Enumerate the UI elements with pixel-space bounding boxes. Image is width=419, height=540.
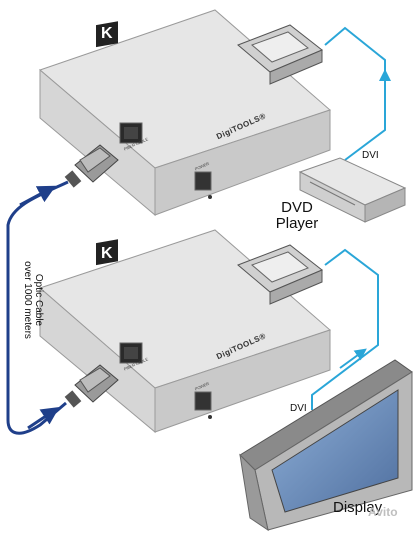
- dvd-player-label-line1: DVD: [281, 199, 313, 216]
- dvi-connector-bottom: [237, 244, 323, 305]
- optic-cable-label-line2: over 1000 meters: [22, 261, 33, 339]
- kramer-logo: K: [96, 239, 118, 266]
- dvi-label-bottom: DVI: [290, 403, 307, 414]
- dvd-player: [298, 157, 407, 223]
- optic-cable-arrow-bottom: [27, 407, 60, 430]
- dvi-cable-bottom: [311, 248, 379, 410]
- kramer-logo: K: [96, 21, 118, 48]
- display-monitor: [239, 359, 413, 532]
- svg-text:K: K: [101, 245, 113, 262]
- dvd-player-label: DVD Player: [272, 200, 322, 232]
- dvd-player-label-line2: Player: [275, 215, 319, 232]
- display-label: Display: [333, 499, 383, 516]
- dvi-label-top: DVI: [362, 150, 379, 161]
- optic-cable-label: Optic Cable over 1000 meters: [22, 255, 44, 345]
- fiber-connector-bottom: [64, 364, 119, 408]
- dvi-connector-top: [237, 24, 323, 85]
- optic-cable-label-line1: Optic Cable: [33, 273, 44, 327]
- fiber-connector-top: [64, 144, 119, 188]
- dvi-cable-bottom-arrow: [339, 348, 367, 369]
- svg-text:K: K: [101, 25, 113, 42]
- watermark: Avito: [368, 505, 398, 519]
- optic-cable-arrow-top: [19, 185, 56, 207]
- dvi-cable-top: [324, 26, 386, 161]
